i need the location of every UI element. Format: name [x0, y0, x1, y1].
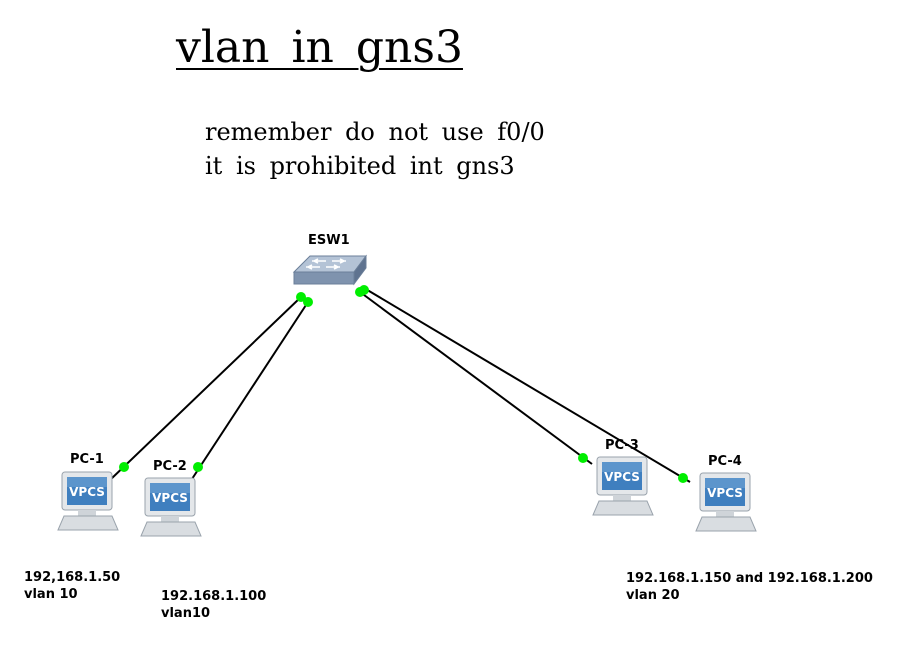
pc-screen-text: VPCS [604, 470, 640, 484]
link-esw1-pc3[interactable] [359, 291, 593, 465]
port-status-dot [678, 473, 688, 483]
vpcs-pc-icon[interactable]: VPCS [589, 455, 657, 519]
port-status-dot [578, 453, 588, 463]
link-esw1-pc4[interactable] [363, 287, 691, 483]
pc4-label: PC-4 [708, 454, 742, 469]
vlan-text: vlan 20 [626, 588, 680, 603]
ip-address-text: 192.168.1.100 [161, 589, 267, 604]
pc1-label: PC-1 [70, 452, 104, 467]
note-line-2: it is prohibited int gns3 [205, 152, 515, 180]
vpcs-pc-icon[interactable]: VPCS [692, 471, 760, 535]
pc-screen-text: VPCS [152, 491, 188, 505]
pc-screen-text: VPCS [707, 486, 743, 500]
ip-address-text: 192.168.1.150 and 192.168.1.200 [626, 571, 873, 586]
pc-screen-text: VPCS [69, 485, 105, 499]
port-status-dot [296, 292, 306, 302]
switch-label: ESW1 [308, 233, 350, 248]
vlan-text: vlan 10 [24, 587, 78, 602]
port-status-dot [119, 462, 129, 472]
port-status-dot [303, 297, 313, 307]
diagram-title: vlan in gns3 [176, 22, 463, 73]
port-status-dot [193, 462, 203, 472]
pc2-label: PC-2 [153, 459, 187, 474]
switch-icon[interactable] [292, 250, 368, 288]
port-status-dot [359, 285, 369, 295]
link-esw1-pc2[interactable] [189, 301, 309, 483]
vpcs-pc-icon[interactable]: VPCS [54, 470, 122, 534]
pc1-address-note: 192,168.1.50 vlan 10 [24, 569, 120, 603]
vlan-text: vlan10 [161, 606, 211, 621]
note-line-1: remember do not use f0/0 [205, 118, 545, 146]
pc3-label: PC-3 [605, 438, 639, 453]
vpcs-pc-icon[interactable]: VPCS [137, 476, 205, 540]
pc2-address-note: 192.168.1.100 vlan10 [161, 588, 266, 622]
link-esw1-pc1[interactable] [109, 296, 302, 481]
pc3-pc4-address-note: 192.168.1.150 and 192.168.1.200 vlan 20 [626, 570, 873, 604]
ip-address-text: 192,168.1.50 [24, 570, 121, 585]
